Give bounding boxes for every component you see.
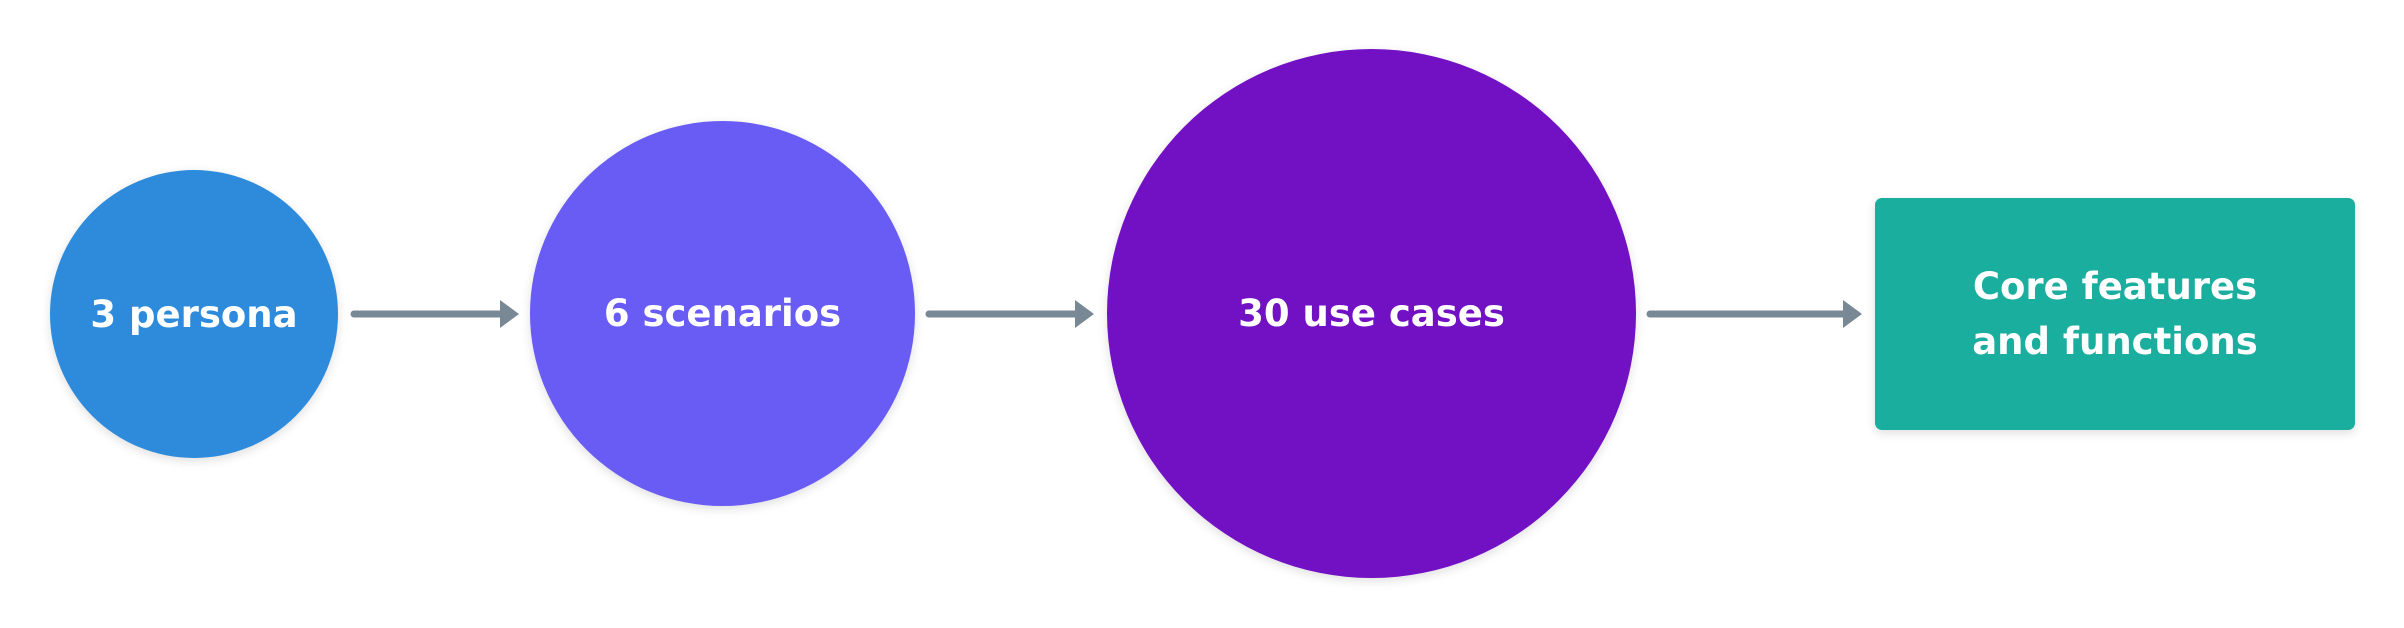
scenarios-node: 6 scenarios [530,121,915,506]
persona-node: 3 persona [50,170,338,458]
arrow-use-cases-to-core-features [1646,300,1862,328]
arrow-persona-to-scenarios [350,300,519,328]
use-cases-node: 30 use cases [1107,49,1636,578]
use-cases-label: 30 use cases [1238,292,1505,335]
core-features-label: Core features and functions [1972,265,2258,363]
scenarios-label: 6 scenarios [603,292,842,335]
persona-label: 3 persona [90,292,298,336]
core-features-node: Core features and functions [1875,198,2355,430]
arrow-scenarios-to-use-cases [925,300,1094,328]
